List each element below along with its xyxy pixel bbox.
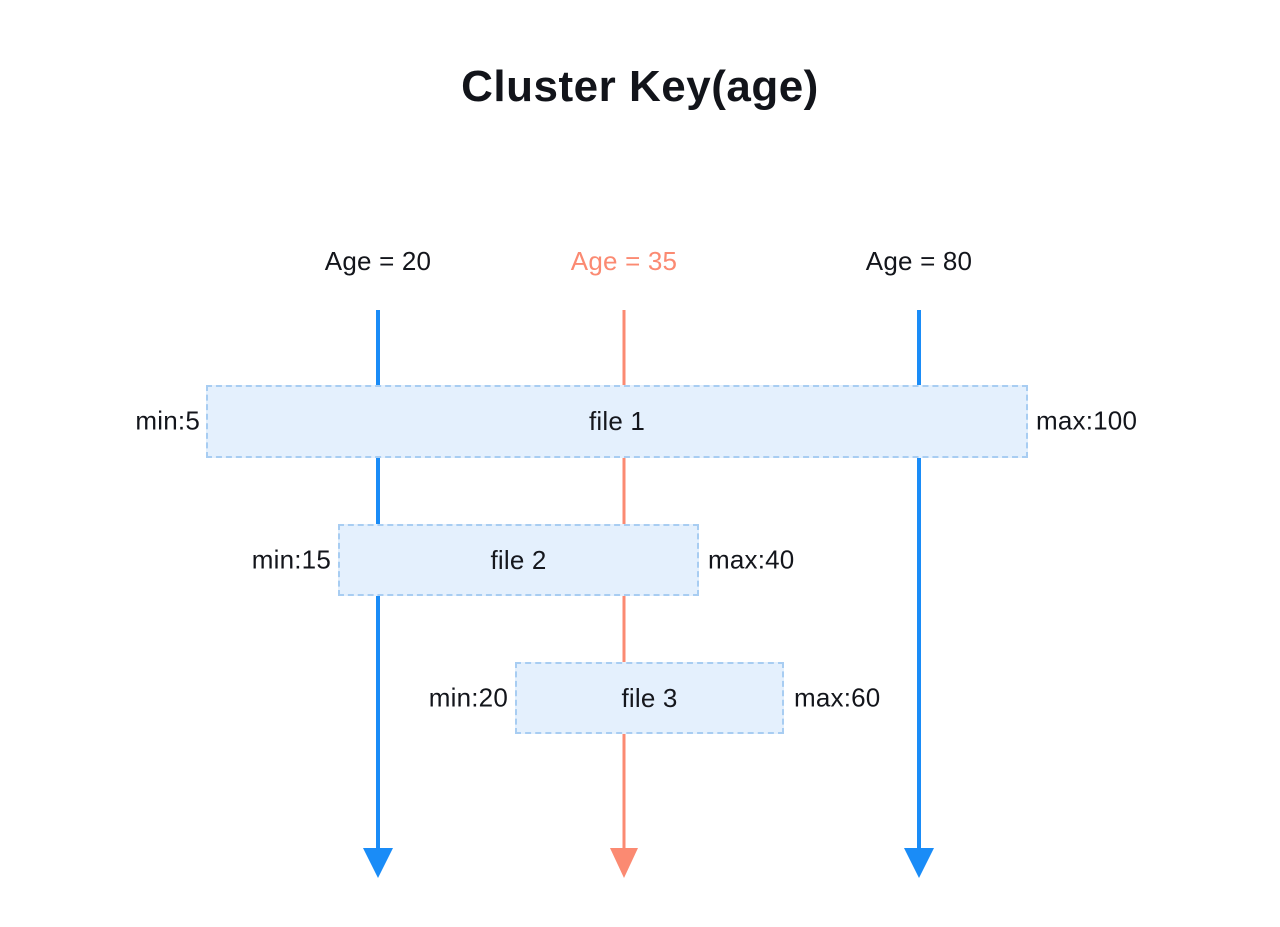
- probe-label-age-35: Age = 35: [570, 246, 678, 276]
- file-3-range-box: file 3: [515, 662, 784, 734]
- file-2-max-label: max:40: [708, 544, 795, 575]
- file-3-max-label: max:60: [794, 682, 881, 713]
- file-3-min-label: min:20: [428, 682, 508, 713]
- file-2-range-box: file 2: [338, 524, 699, 596]
- file-2-min-label: min:15: [251, 544, 331, 575]
- file-1-range-box: file 1: [206, 385, 1028, 458]
- file-1-max-label: max:100: [1036, 405, 1138, 436]
- page-title: Cluster Key(age): [461, 62, 819, 111]
- file-3-name: file 3: [621, 682, 678, 713]
- probe-label-age-20: Age = 20: [324, 246, 432, 276]
- file-2-name: file 2: [490, 544, 547, 575]
- file-1-name: file 1: [588, 406, 646, 436]
- probe-label-age-80: Age = 80: [865, 246, 973, 276]
- file-1-min-label: min:5: [135, 405, 200, 436]
